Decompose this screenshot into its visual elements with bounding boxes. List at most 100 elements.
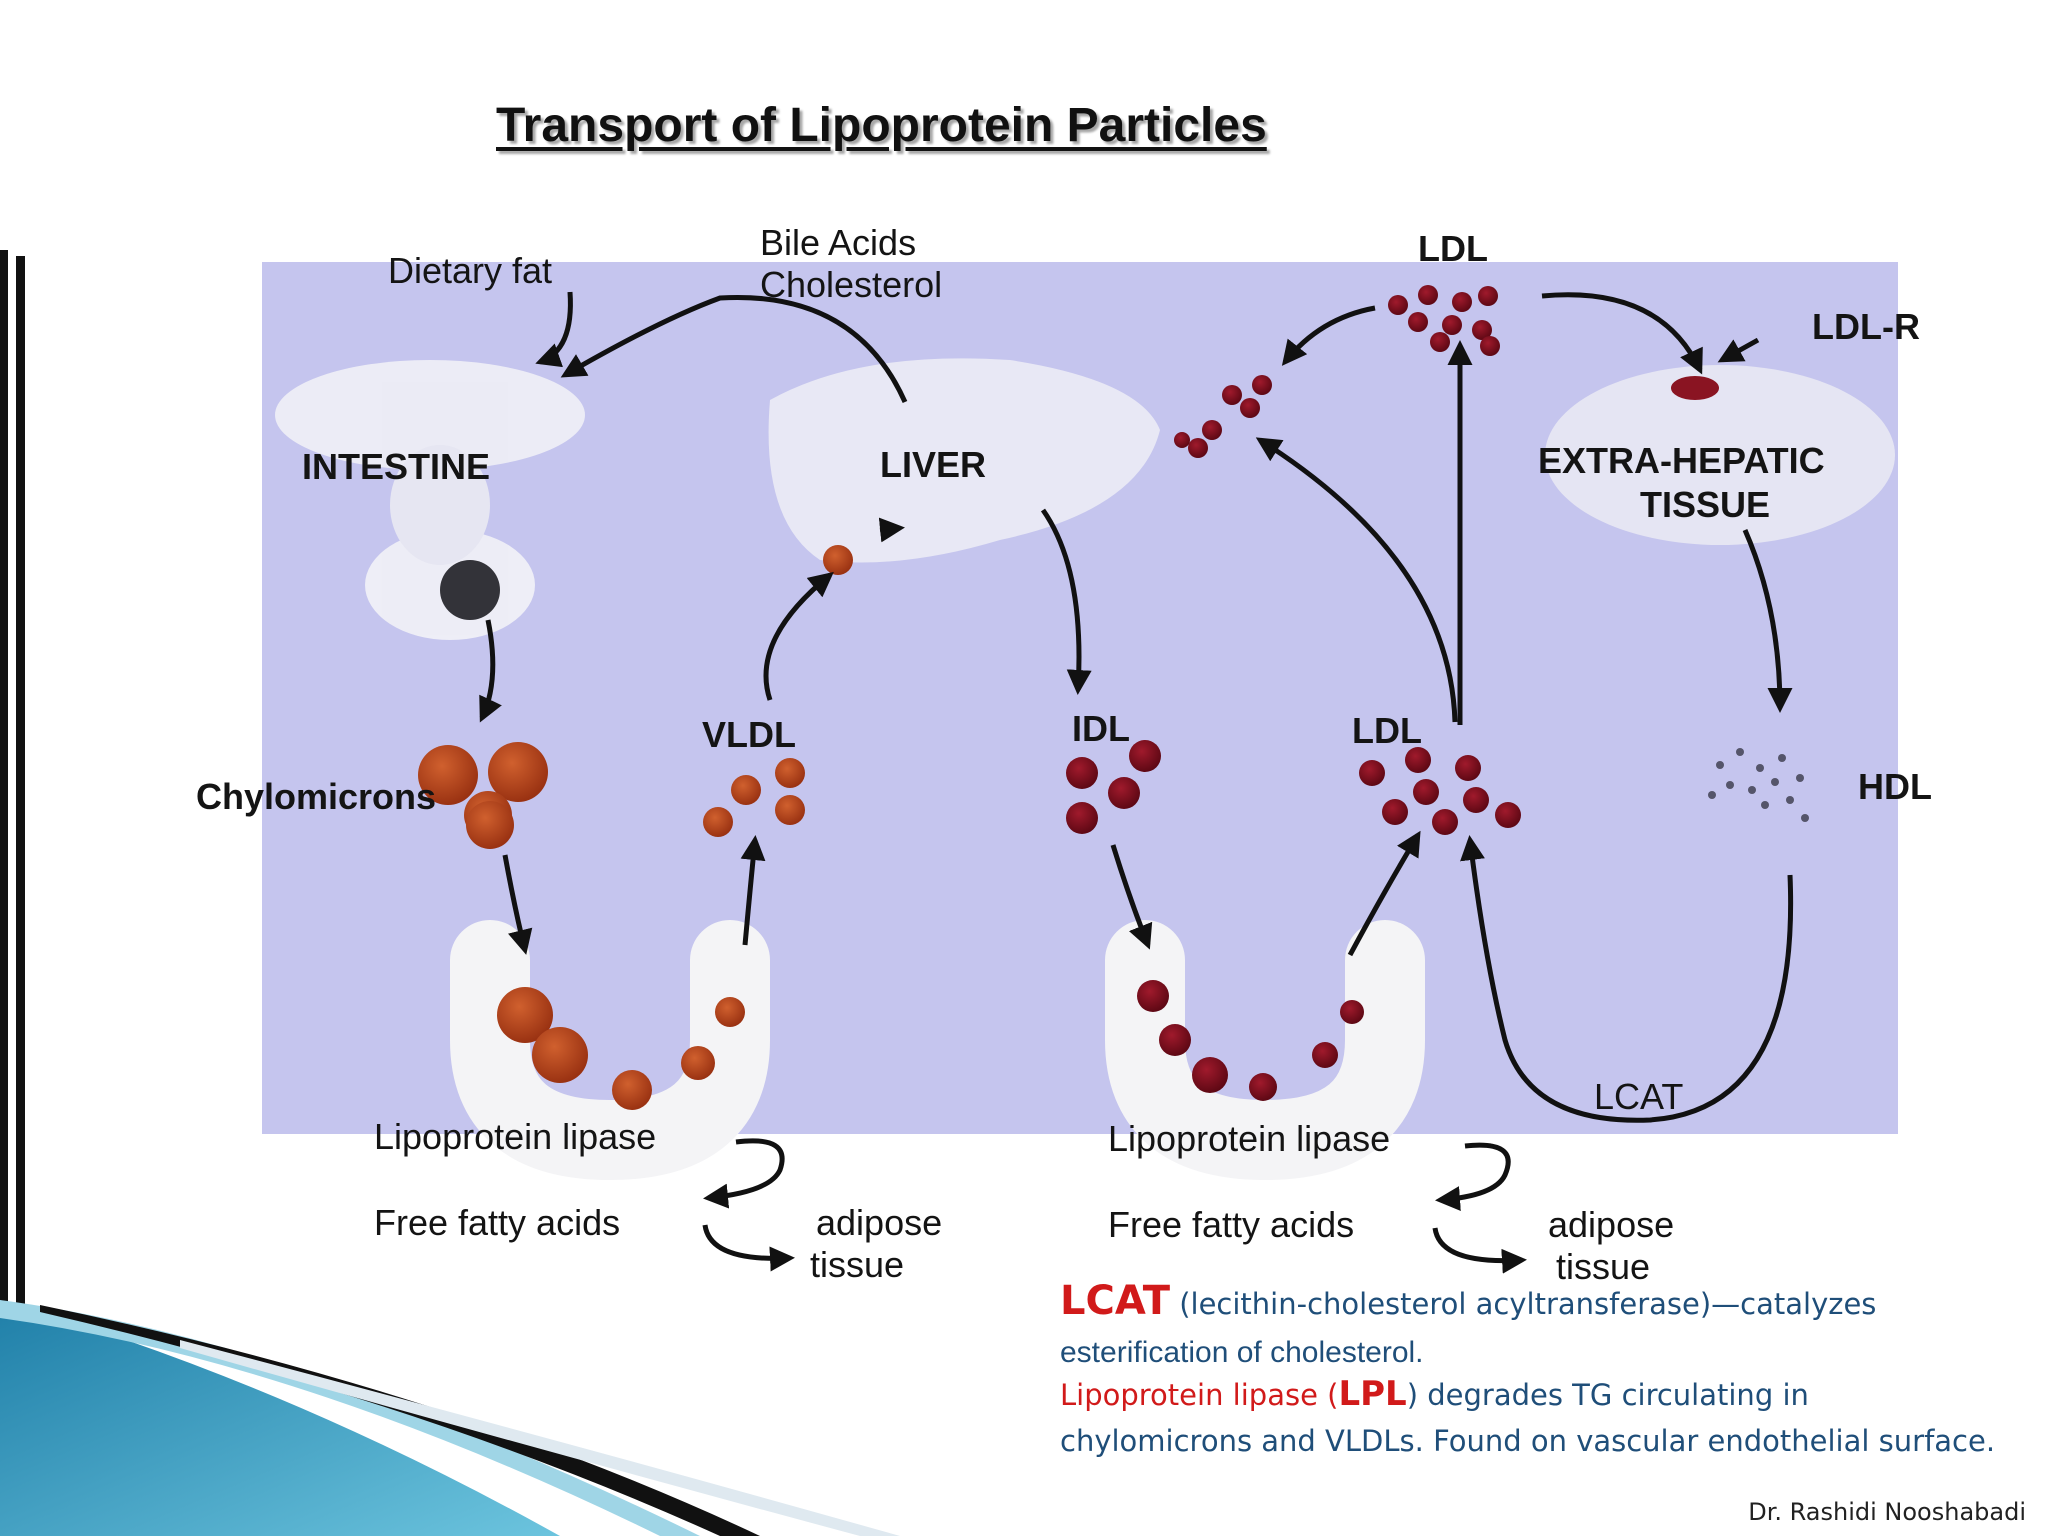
note-lcat: LCAT (lecithin-cholesterol acyltransfera… [1060, 1278, 1876, 1324]
particle [1312, 1042, 1338, 1068]
label-ffa-right: Free fatty acids [1108, 1204, 1355, 1245]
particle [1472, 320, 1492, 340]
particle [775, 795, 805, 825]
flow-arrows [479, 291, 1794, 1274]
particle [1192, 1057, 1228, 1093]
particle [1240, 398, 1260, 418]
label-tissue: TISSUE [1640, 484, 1771, 525]
label-cholesterol: Cholesterol [760, 264, 943, 305]
note-lpl-line2: chylomicrons and VLDLs. Found on vascula… [1060, 1424, 1996, 1458]
particle [1418, 285, 1438, 305]
chylomicron-particles [418, 742, 548, 849]
arrow-vldl-to-liver [763, 571, 834, 701]
particle [1108, 777, 1140, 809]
arrow-capillary-to-vldl [740, 835, 766, 946]
particle [1137, 980, 1169, 1012]
vldl-particles [703, 545, 853, 837]
label-lpl-left: Lipoprotein lipase [374, 1116, 657, 1157]
particle [1432, 809, 1458, 835]
particle [775, 758, 805, 788]
particle [1405, 747, 1431, 773]
particle [1159, 1024, 1191, 1056]
particle [1174, 432, 1190, 448]
particle [1188, 438, 1208, 458]
label-vldl: VLDL [702, 714, 796, 755]
particle [1413, 779, 1439, 805]
particle [715, 997, 745, 1027]
particle [703, 807, 733, 837]
label-intestine: INTESTINE [302, 446, 491, 487]
label-lpl-right: Lipoprotein lipase [1108, 1118, 1391, 1159]
particle [1463, 787, 1489, 813]
note-lcat-term: LCAT [1060, 1278, 1170, 1324]
particle [1455, 755, 1481, 781]
particle [731, 775, 761, 805]
note-lpl-term: LPL [1338, 1374, 1407, 1414]
particle [1495, 802, 1521, 828]
particle [1359, 760, 1385, 786]
ldl-receptor-particles [1671, 376, 1719, 400]
arrow-liver-small [878, 517, 905, 543]
particle [1340, 1000, 1364, 1024]
particle [681, 1046, 715, 1080]
particle [1129, 740, 1161, 772]
particle [1716, 761, 1724, 769]
label-ldl-mid: LDL [1352, 710, 1422, 751]
particle [1066, 757, 1098, 789]
note-lcat-desc: (lecithin-cholesterol acyltransferase)—c… [1169, 1287, 1877, 1321]
label-hdl: HDL [1858, 766, 1932, 807]
particle [1761, 801, 1769, 809]
liver-shape [768, 358, 1160, 563]
extra-hepatic-shape [1545, 365, 1895, 545]
page-title: Transport of Lipoprotein Particles [496, 99, 1267, 152]
particle [612, 1070, 652, 1110]
ldl-top-particles [1388, 285, 1500, 356]
particle [1442, 315, 1462, 335]
particle [1202, 420, 1222, 440]
particle [1708, 791, 1716, 799]
particle [823, 545, 853, 575]
corner-decor [0, 1300, 900, 1536]
arrow-liver-to-idl [1040, 508, 1092, 695]
ldl-liver-particles [1174, 375, 1272, 458]
particle [1408, 312, 1428, 332]
arrow-ffa-left [702, 1224, 795, 1272]
arrow-ldlr [1717, 337, 1760, 363]
label-idl: IDL [1072, 708, 1130, 749]
particle [497, 987, 553, 1043]
note-lpl-prefix: Lipoprotein lipase ( [1060, 1378, 1339, 1412]
arrow-bile-to-intestine [560, 294, 908, 404]
arrow-ldltop-to-liver [1281, 305, 1376, 366]
hdl-particles [1708, 748, 1809, 822]
label-bile-acids: Bile Acids [760, 222, 917, 263]
label-tissue-right: tissue [1556, 1246, 1651, 1287]
note-lpl: Lipoprotein lipase (LPL) degrades TG cir… [1060, 1374, 1809, 1414]
particle [1778, 754, 1786, 762]
particle [1786, 796, 1794, 804]
capillary-right [1105, 920, 1425, 1181]
label-adipose-right: adipose [1548, 1204, 1675, 1245]
arrow-intestine-to-chylo [479, 619, 502, 723]
label-ldl-top: LDL [1418, 228, 1488, 269]
idl-particles [1066, 740, 1161, 834]
particle [418, 745, 478, 805]
particle [1452, 292, 1472, 312]
particle [1736, 748, 1744, 756]
particle [532, 1027, 588, 1083]
particle [1430, 332, 1450, 352]
label-tissue-left: tissue [810, 1244, 905, 1285]
particle [1748, 786, 1756, 794]
author-credit: Dr. Rashidi Nooshabadi [1748, 1498, 2026, 1526]
particle [1480, 336, 1500, 356]
label-chylomicrons: Chylomicrons [196, 776, 437, 817]
label-dietary-fat: Dietary fat [388, 250, 553, 291]
arrow-dietary-fat [535, 291, 573, 368]
particle [1066, 802, 1098, 834]
ldl-mid-particles [1359, 747, 1521, 835]
particle [1771, 778, 1779, 786]
capillary-left-particles [497, 987, 745, 1110]
particle [1801, 814, 1809, 822]
label-adipose-left: adipose [816, 1202, 943, 1243]
arrow-lpl-left [703, 1138, 785, 1209]
capillary-left [450, 920, 770, 1181]
